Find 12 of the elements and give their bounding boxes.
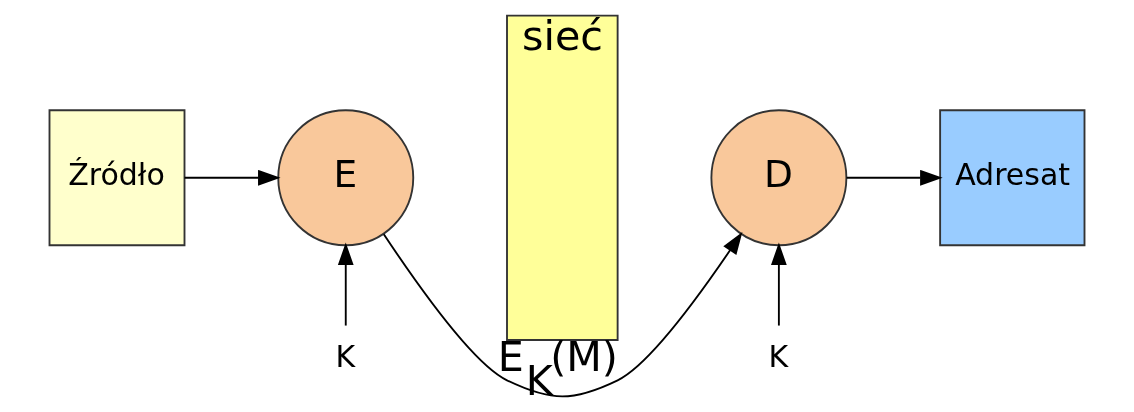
arrow xyxy=(183,169,281,186)
node-circle: E xyxy=(277,109,415,247)
arrow xyxy=(845,169,943,186)
node-text: K xyxy=(335,338,356,374)
arrow xyxy=(771,242,787,327)
node-box: Adresat xyxy=(939,109,1086,247)
node-box: sieć xyxy=(506,14,619,341)
node-text: K xyxy=(768,338,789,374)
arrow xyxy=(382,231,743,398)
arrow xyxy=(337,242,354,327)
node-circle: D xyxy=(710,109,848,247)
node-box: Źródło xyxy=(48,109,186,247)
